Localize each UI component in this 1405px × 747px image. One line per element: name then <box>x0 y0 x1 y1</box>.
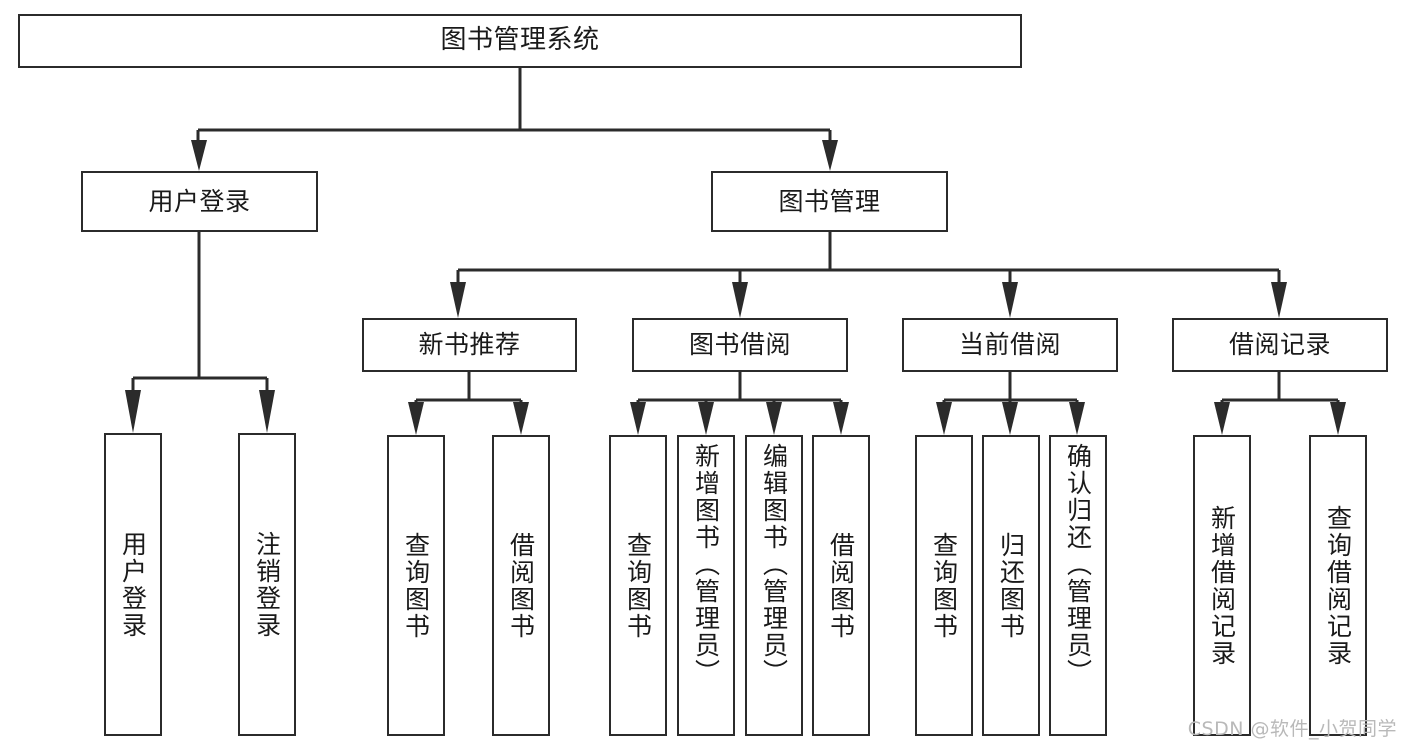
node-leaf-borrow-book-1[interactable]: 借阅图书 <box>492 435 550 736</box>
arrow-leaf-borrow-book-2 <box>833 402 849 435</box>
node-leaf-add-book-admin-label: 新增图书（管理员） <box>691 443 721 686</box>
node-borrow-record[interactable]: 借阅记录 <box>1172 318 1388 372</box>
node-new-book-recommend[interactable]: 新书推荐 <box>362 318 577 372</box>
node-book-management-label: 图书管理 <box>778 186 881 216</box>
node-leaf-query-book-3-label: 查询图书 <box>929 531 959 640</box>
csdn-watermark: CSDN @软件_小贺同学 <box>1187 718 1397 740</box>
node-leaf-edit-book-admin-label: 编辑图书（管理员） <box>759 443 789 686</box>
node-root-system-label: 图书管理系统 <box>440 25 600 56</box>
arrow-borrow-record <box>1271 282 1287 318</box>
node-leaf-borrow-book-2-label: 借阅图书 <box>826 531 856 640</box>
arrow-leaf-return-book <box>1002 402 1018 435</box>
node-borrow-record-label: 借阅记录 <box>1228 330 1331 359</box>
node-leaf-borrow-book-1-label: 借阅图书 <box>506 531 536 640</box>
arrow-leaf-confirm-return-admin <box>1069 402 1085 435</box>
node-book-management[interactable]: 图书管理 <box>711 171 948 232</box>
arrow-user-login <box>191 140 207 171</box>
arrow-leaf-query-book-3 <box>936 402 952 435</box>
arrow-leaf-user-login <box>125 390 141 433</box>
node-leaf-add-borrow-record-label: 新增借阅记录 <box>1207 504 1237 667</box>
node-new-book-recommend-label: 新书推荐 <box>418 330 521 359</box>
node-leaf-return-book[interactable]: 归还图书 <box>982 435 1040 736</box>
node-current-borrow-label: 当前借阅 <box>958 330 1061 359</box>
node-leaf-add-borrow-record[interactable]: 新增借阅记录 <box>1193 435 1251 736</box>
arrow-book-management <box>822 140 838 171</box>
arrow-book-borrow <box>732 282 748 318</box>
arrow-leaf-add-book-admin <box>698 402 714 435</box>
node-leaf-add-book-admin[interactable]: 新增图书（管理员） <box>677 435 735 736</box>
node-leaf-query-book-1[interactable]: 查询图书 <box>387 435 445 736</box>
node-leaf-user-logout-label: 注销登录 <box>252 530 282 639</box>
node-leaf-query-borrow-record[interactable]: 查询借阅记录 <box>1309 435 1367 736</box>
arrow-leaf-query-borrow-record <box>1330 402 1346 435</box>
node-leaf-confirm-return-admin[interactable]: 确认归还（管理员） <box>1049 435 1107 736</box>
arrow-current-borrow <box>1002 282 1018 318</box>
node-user-login-label: 用户登录 <box>148 186 251 216</box>
node-leaf-return-book-label: 归还图书 <box>996 531 1026 640</box>
arrow-leaf-query-book-2 <box>630 402 646 435</box>
node-leaf-query-book-2-label: 查询图书 <box>623 531 653 640</box>
arrow-leaf-query-book-1 <box>408 402 424 435</box>
node-leaf-query-borrow-record-label: 查询借阅记录 <box>1323 504 1353 667</box>
node-leaf-query-book-3[interactable]: 查询图书 <box>915 435 973 736</box>
node-leaf-user-logout[interactable]: 注销登录 <box>238 433 296 736</box>
arrow-leaf-user-logout <box>259 390 275 433</box>
arrow-new-book-recommend <box>450 282 466 318</box>
arrow-leaf-edit-book-admin <box>766 402 782 435</box>
node-book-borrow[interactable]: 图书借阅 <box>632 318 848 372</box>
arrow-leaf-add-borrow-record <box>1214 402 1230 435</box>
node-current-borrow[interactable]: 当前借阅 <box>902 318 1118 372</box>
node-user-login[interactable]: 用户登录 <box>81 171 318 232</box>
node-leaf-user-login-label: 用户登录 <box>118 530 148 639</box>
node-leaf-edit-book-admin[interactable]: 编辑图书（管理员） <box>745 435 803 736</box>
node-book-borrow-label: 图书借阅 <box>688 330 791 359</box>
node-leaf-confirm-return-admin-label: 确认归还（管理员） <box>1063 443 1093 686</box>
node-leaf-query-book-2[interactable]: 查询图书 <box>609 435 667 736</box>
arrow-leaf-borrow-book-1 <box>513 402 529 435</box>
node-leaf-borrow-book-2[interactable]: 借阅图书 <box>812 435 870 736</box>
node-leaf-user-login[interactable]: 用户登录 <box>104 433 162 736</box>
node-root-system[interactable]: 图书管理系统 <box>18 14 1022 68</box>
node-leaf-query-book-1-label: 查询图书 <box>401 531 431 640</box>
